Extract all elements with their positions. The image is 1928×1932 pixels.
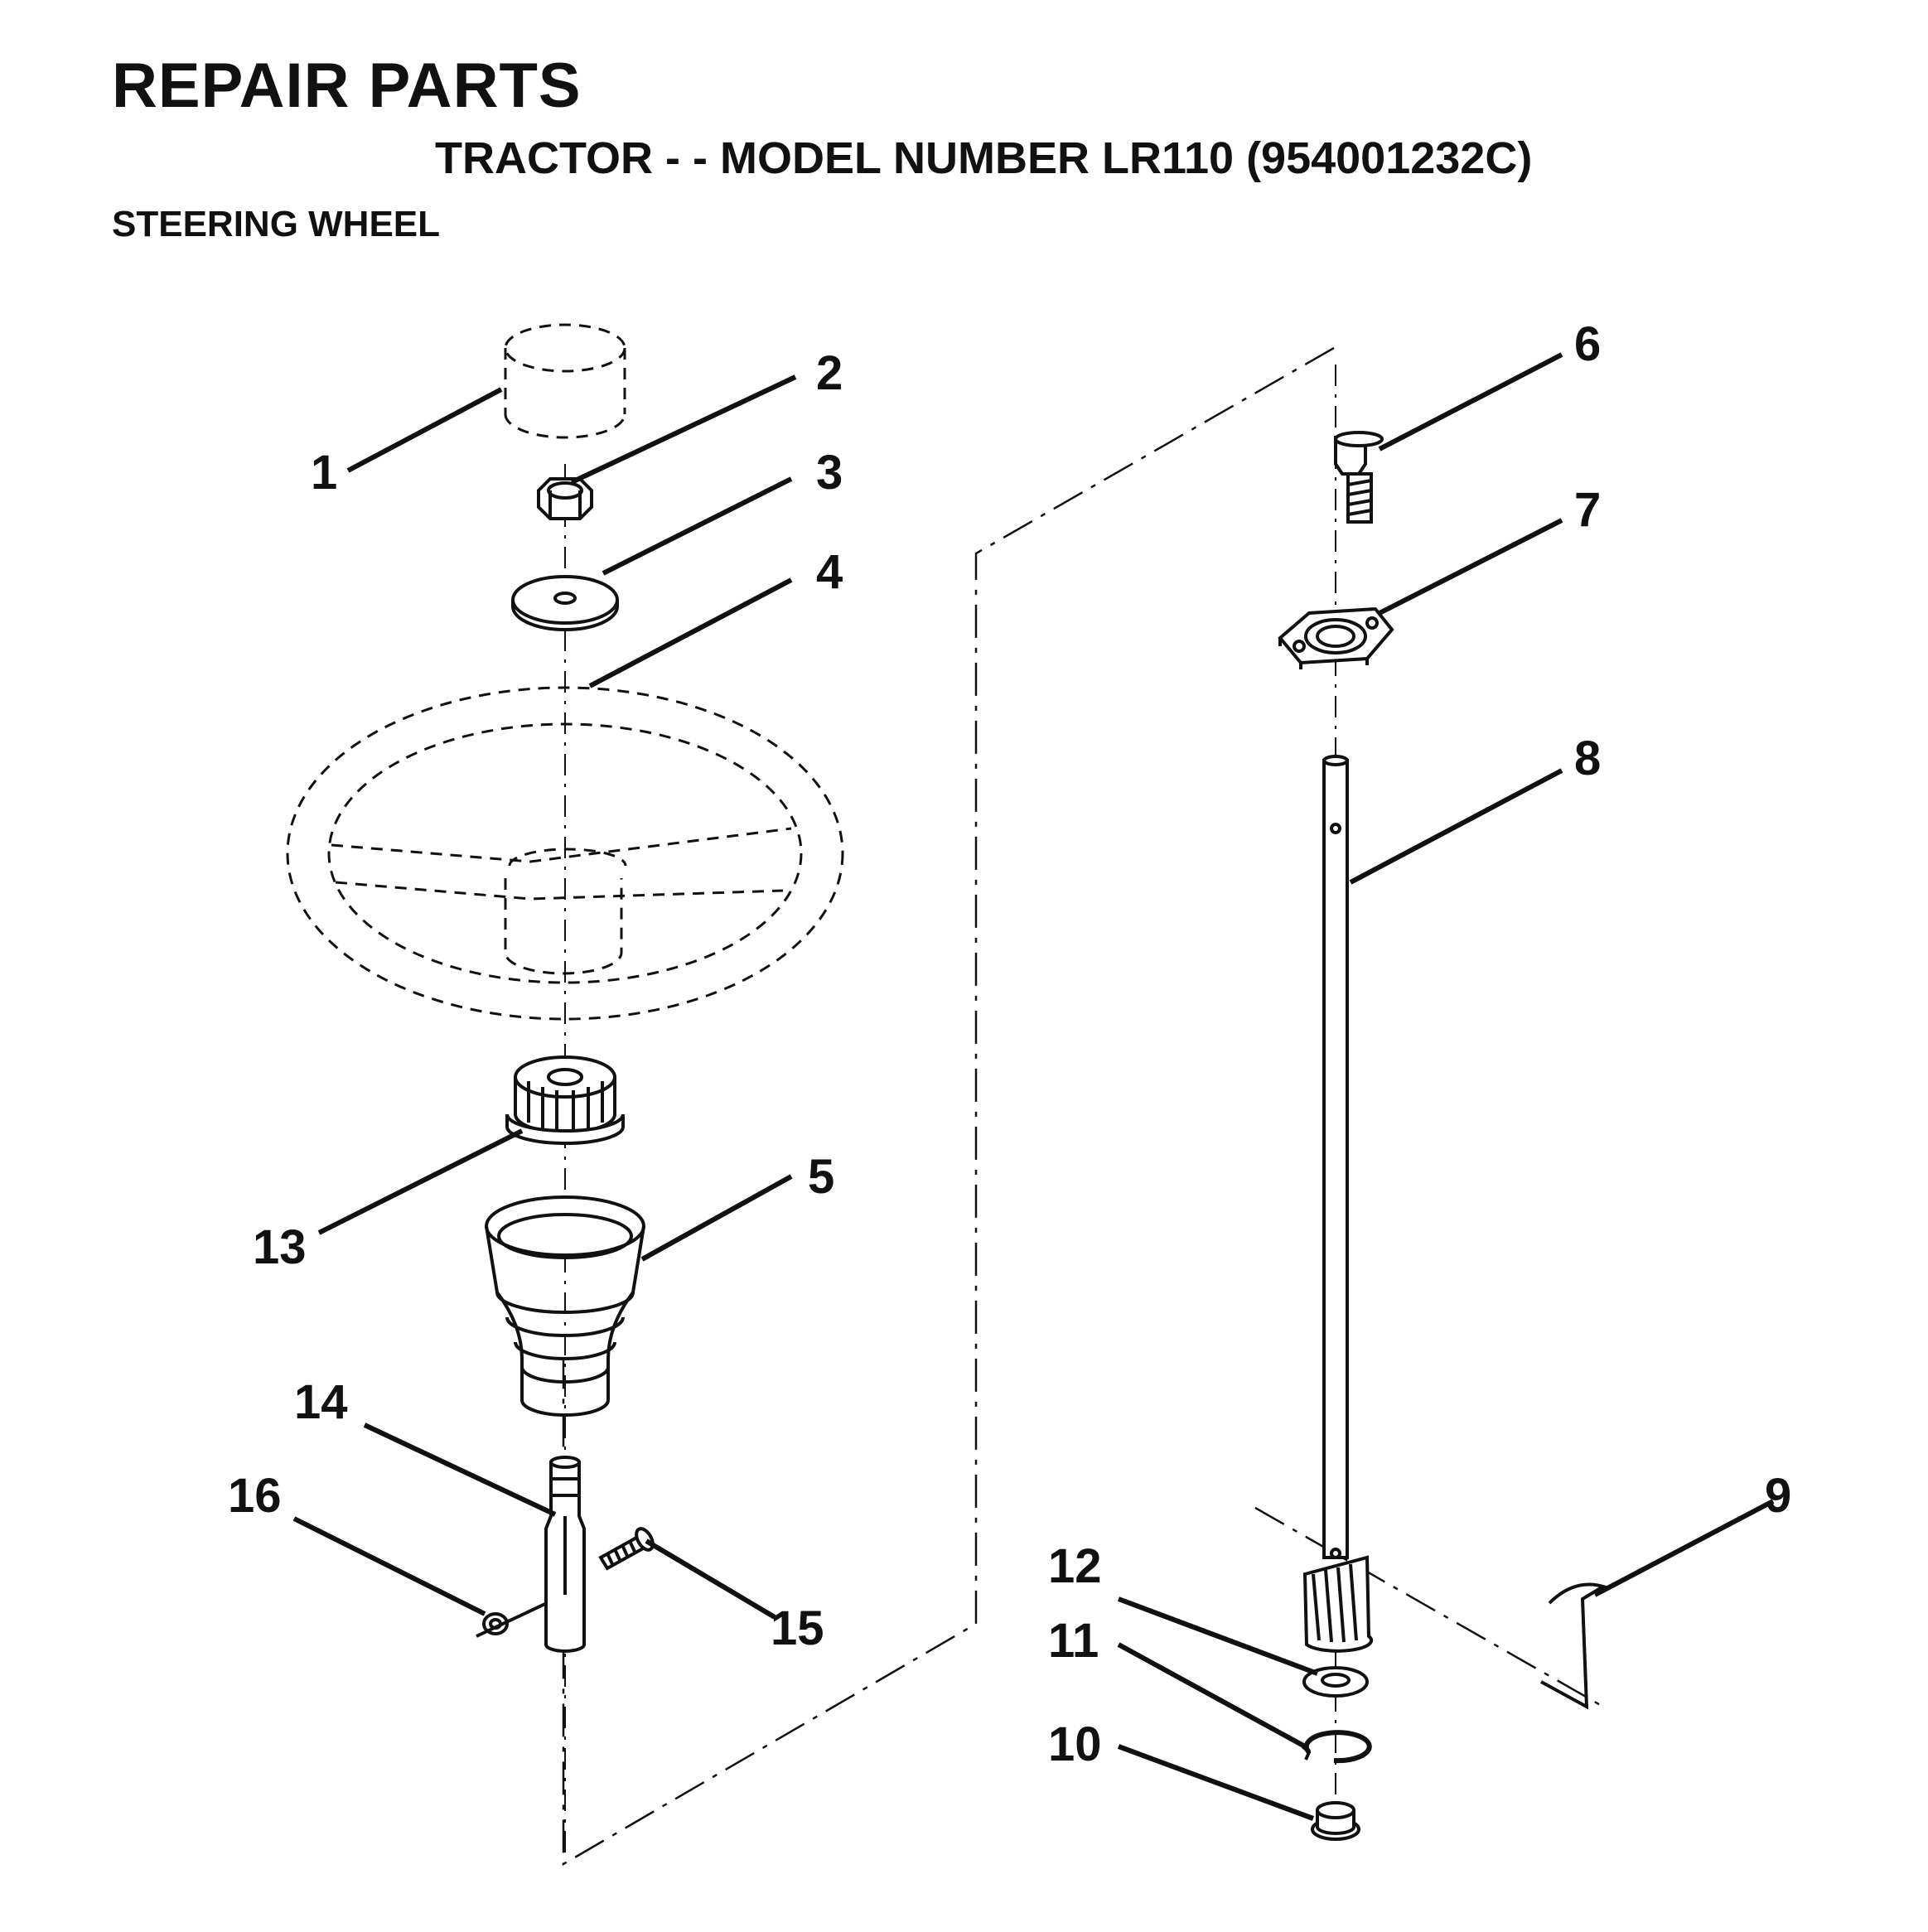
part-9-spring-clip (1540, 1582, 1607, 1710)
callout-11: 11 (1048, 1614, 1099, 1668)
part-3-washer (511, 575, 619, 631)
callout-1: 1 (311, 446, 337, 500)
section-heading: STEERING WHEEL (112, 204, 441, 244)
leader-lines (292, 352, 1775, 1821)
callout-12: 12 (1048, 1539, 1102, 1593)
callout-7: 7 (1574, 483, 1601, 537)
callout-15: 15 (771, 1601, 824, 1655)
part-13-spline-adapter (505, 1055, 625, 1145)
callout-10: 10 (1048, 1717, 1102, 1771)
part-6-bolt (1334, 431, 1384, 524)
part-4-steering-wheel (286, 686, 844, 1021)
part-7-flange-bearing (1278, 606, 1394, 669)
callout-14: 14 (294, 1375, 348, 1429)
page-title: REPAIR PARTS (112, 51, 582, 121)
callout-3: 3 (816, 446, 843, 500)
part-2-nut (537, 477, 593, 520)
part-11-snap-ring (1301, 1730, 1372, 1764)
callout-6: 6 (1574, 317, 1601, 371)
callout-13: 13 (253, 1220, 307, 1274)
callout-2: 2 (816, 346, 843, 400)
part-1-cap (504, 323, 626, 439)
model-subtitle: TRACTOR - - MODEL NUMBER LR110 (95400123… (435, 133, 1533, 183)
callout-9: 9 (1765, 1469, 1791, 1523)
part-8-long-shaft (1302, 755, 1374, 1653)
part-5-boot (485, 1195, 645, 1417)
callout-4: 4 (816, 545, 843, 599)
callout-8: 8 (1574, 732, 1601, 785)
part-14-steering-shaft (544, 1456, 586, 1653)
assembly-boundary (562, 346, 1604, 1867)
part-10-bushing (1311, 1801, 1360, 1841)
part-16-nut (476, 1601, 548, 1638)
part-15-bolt (598, 1527, 655, 1571)
part-12-washer (1302, 1666, 1369, 1698)
callout-16: 16 (228, 1469, 282, 1523)
callout-labels: 1 2 3 4 5 6 7 8 9 10 11 12 13 14 15 16 (228, 317, 1791, 1771)
callout-5: 5 (808, 1150, 834, 1204)
